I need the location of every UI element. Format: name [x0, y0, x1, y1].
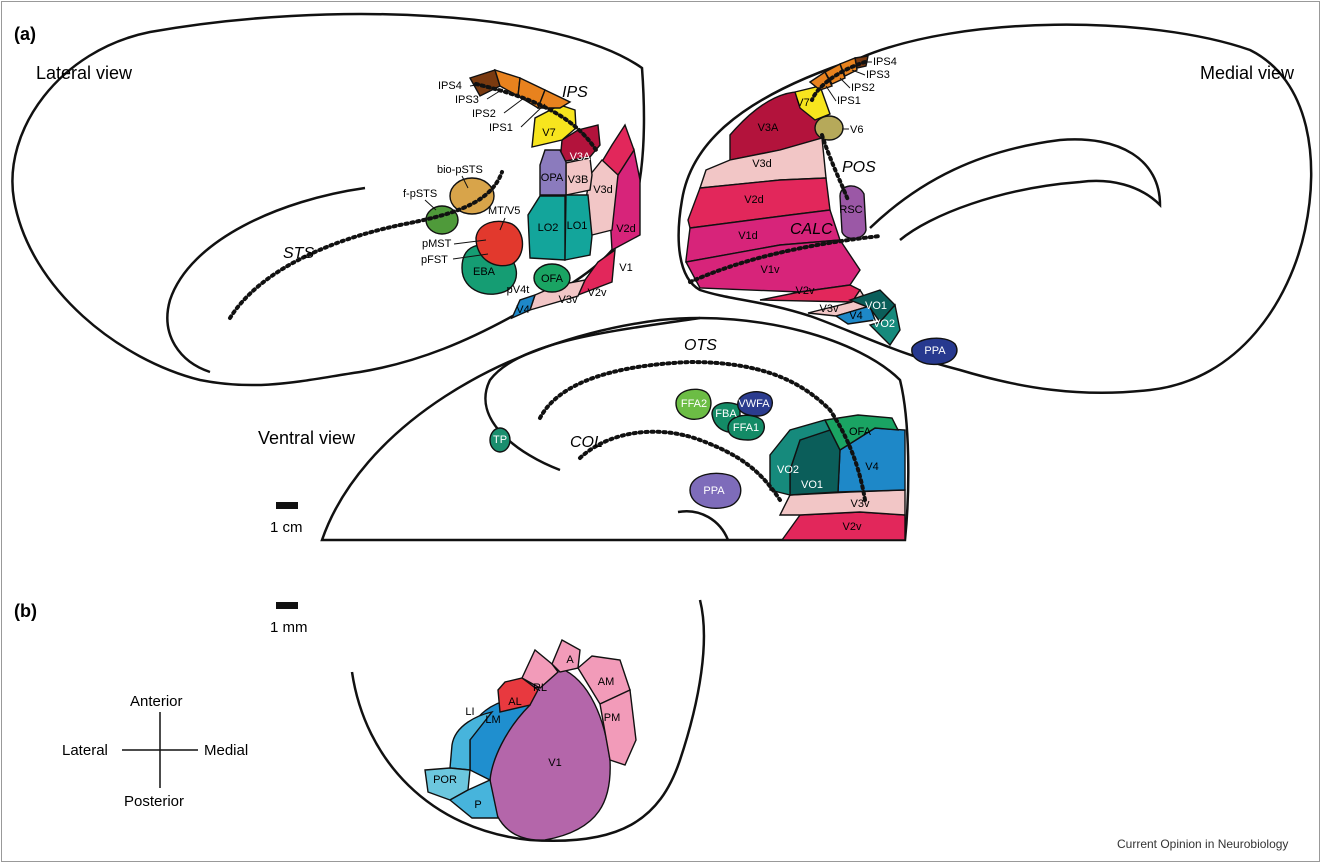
medial-label-v4: V4	[849, 310, 862, 322]
lateral-label-lo1: LO1	[567, 220, 588, 232]
lateral-label-v3v: V3v	[559, 294, 578, 306]
ventral-label-fba: FBA	[715, 408, 737, 420]
medial-label-vo2: VO2	[873, 318, 895, 330]
lateral-label-sts-sulcus: STS	[283, 245, 314, 262]
lateral-label-pmst: pMST	[422, 238, 452, 250]
medial-view-title: Medial view	[1200, 63, 1295, 83]
orientation-posterior: Posterior	[124, 793, 184, 810]
lateral-label-ips1: IPS1	[489, 122, 513, 134]
lateral-view-title: Lateral view	[36, 63, 133, 83]
lateral-label-eba: EBA	[473, 266, 496, 278]
lateral-label-ips3: IPS3	[455, 94, 479, 106]
medial-label-v3d: V3d	[752, 158, 772, 170]
medial-label-calc-sulcus: CALC	[790, 221, 833, 238]
scale-bar-cm-label: 1 cm	[270, 519, 303, 536]
lateral-label-v4: V4	[516, 304, 529, 316]
ventral-label-v4: V4	[865, 461, 878, 473]
mouse-label-lm: LM	[485, 714, 500, 726]
scale-bar-cm	[276, 502, 298, 509]
orientation-medial: Medial	[204, 742, 248, 759]
medial-label-v3a: V3A	[758, 122, 779, 134]
mouse-label-li: LI	[465, 706, 474, 718]
ventral-label-vo1: VO1	[801, 479, 823, 491]
ventral-label-col-sulcus: COL	[570, 434, 603, 451]
lateral-label-v3b: V3B	[568, 174, 589, 186]
lateral-label-v7: V7	[542, 127, 555, 139]
mouse-label-al: AL	[508, 696, 521, 708]
panel-label-b: (b)	[14, 601, 37, 621]
mouse-label-a: A	[566, 654, 574, 666]
panel-label-a: (a)	[14, 24, 36, 44]
lateral-label-ips-sulcus: IPS	[562, 84, 588, 101]
ventral-label-ffa1: FFA1	[733, 422, 759, 434]
mouse-label-v1: V1	[548, 757, 561, 769]
medial-label-v7: V7	[796, 97, 809, 109]
ventral-label-vwfa: VWFA	[738, 398, 770, 410]
medial-label-ppa: PPA	[924, 345, 946, 357]
medial-label-ips3: IPS3	[866, 69, 890, 81]
figure-credit: Current Opinion in Neurobiology	[1117, 837, 1288, 851]
mouse-label-p: P	[474, 799, 481, 811]
medial-label-vo1: VO1	[865, 300, 887, 312]
lateral-label-ips4: IPS4	[438, 80, 462, 92]
ventral-label-ffa2: FFA2	[681, 398, 707, 410]
medial-label-v3v: V3v	[820, 303, 839, 315]
mouse-label-por: POR	[433, 774, 457, 786]
lateral-label-v3d: V3d	[593, 184, 613, 196]
medial-label-rsc: RSC	[839, 204, 862, 216]
lateral-label-lo2: LO2	[538, 222, 559, 234]
lateral-label-v2d: V2d	[616, 223, 636, 235]
ventral-label-ofa: OFA	[849, 426, 872, 438]
lateral-label-bio-psts: bio-pSTS	[437, 164, 483, 176]
orientation-lateral: Lateral	[62, 742, 108, 759]
medial-label-v1d: V1d	[738, 230, 758, 242]
lateral-label-f-psts: f-pSTS	[403, 188, 437, 200]
lateral-label-mt-v5: MT/V5	[488, 205, 520, 217]
medial-label-v2v: V2v	[796, 285, 815, 297]
medial-region-v6	[815, 116, 843, 140]
lateral-label-ofa: OFA	[541, 273, 564, 285]
ventral-label-tp: TP	[493, 434, 507, 446]
ventral-label-v3v: V3v	[851, 498, 870, 510]
ventral-label-v2v: V2v	[843, 521, 862, 533]
lateral-label-pv4t: pV4t	[507, 284, 530, 296]
lateral-label-v3a: V3A	[570, 151, 591, 163]
medial-label-ips4: IPS4	[873, 56, 897, 68]
medial-label-v6: V6	[850, 124, 863, 136]
ventral-label-vo2: VO2	[777, 464, 799, 476]
lateral-label-ips2: IPS2	[472, 108, 496, 120]
scale-bar-mm	[276, 602, 298, 609]
ventral-label-ots-sulcus: OTS	[684, 337, 717, 354]
lateral-label-pfst: pFST	[421, 254, 448, 266]
ventral-view-title: Ventral view	[258, 428, 356, 448]
medial-label-v2d: V2d	[744, 194, 764, 206]
medial-label-ips1: IPS1	[837, 95, 861, 107]
medial-label-ips2: IPS2	[851, 82, 875, 94]
orientation-anterior: Anterior	[130, 693, 183, 710]
lateral-label-v1: V1	[619, 262, 632, 274]
scale-bar-mm-label: 1 mm	[270, 619, 308, 636]
mouse-label-rl: RL	[533, 682, 547, 694]
medial-label-pos-sulcus: POS	[842, 159, 876, 176]
lateral-label-opa: OPA	[541, 172, 564, 184]
mouse-label-pm: PM	[604, 712, 621, 724]
medial-label-v1v: V1v	[761, 264, 780, 276]
lateral-label-v2v: V2v	[588, 287, 607, 299]
mouse-label-am: AM	[598, 676, 615, 688]
ventral-label-ppa: PPA	[703, 485, 725, 497]
